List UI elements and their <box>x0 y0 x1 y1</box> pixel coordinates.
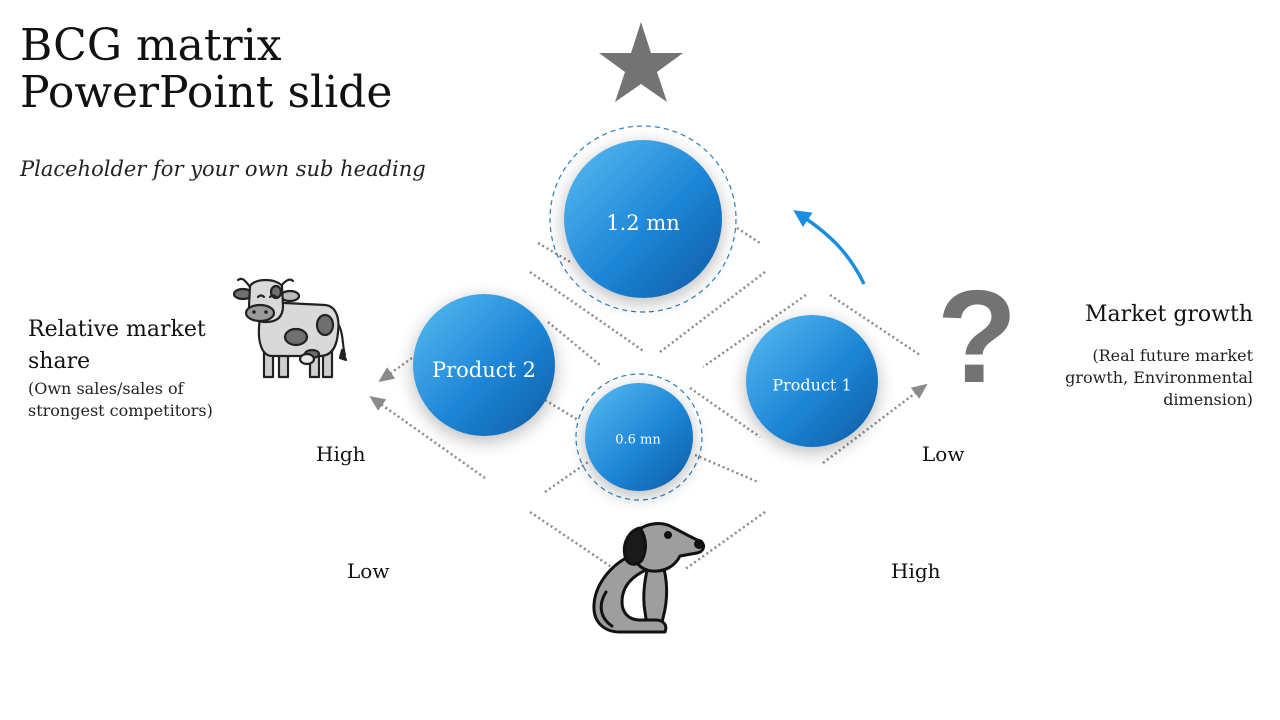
center-bubble-ring <box>575 373 703 501</box>
market-growth-desc-line-1: (Real future market <box>1092 346 1253 365</box>
slide-title: BCG matrix PowerPoint slide <box>20 22 500 116</box>
cow-icon <box>232 277 348 379</box>
right-bubble <box>746 315 878 447</box>
dotted-grid-lines <box>369 226 928 572</box>
market-growth-desc-line-2: growth, Environmental <box>1065 368 1253 387</box>
slide-title-line-1: BCG matrix <box>20 20 282 71</box>
center-bubble-label: 0.6 mn <box>615 432 661 448</box>
dotted-line <box>659 271 766 353</box>
dog-icon <box>592 522 706 634</box>
market-growth-heading: Market growth <box>1084 302 1253 327</box>
star-icon <box>599 22 683 102</box>
axis-label-left-high: High <box>316 442 366 466</box>
relative-market-share-desc-line-2: strongest competitors) <box>28 401 213 420</box>
relative-market-share-heading-line-2: share <box>28 349 91 374</box>
top-bubble-label: 1.2 mn <box>606 211 680 235</box>
dotted-arrow-right <box>822 383 928 464</box>
dotted-line <box>689 386 761 439</box>
relative-market-share-desc-line-1: (Own sales/sales of <box>28 379 184 398</box>
center-bubble <box>585 383 693 491</box>
dotted-line <box>829 293 921 357</box>
relative-market-share-heading: Relative market share <box>28 314 206 378</box>
curved-arrow-icon <box>793 210 866 285</box>
dotted-line <box>694 453 759 484</box>
slide-subtitle: Placeholder for your own sub heading <box>20 157 426 181</box>
question-mark-icon: ? <box>937 263 1018 410</box>
dotted-line <box>529 270 646 354</box>
right-bubble-label: Product 1 <box>772 375 852 395</box>
dotted-line <box>537 241 573 265</box>
dotted-line <box>683 510 766 572</box>
left-bubble-label: Product 2 <box>431 358 537 382</box>
axis-label-left-low: Low <box>347 559 390 583</box>
top-bubble-ring <box>549 125 737 313</box>
dotted-line <box>544 460 589 494</box>
relative-market-share-description: (Own sales/sales of strongest competitor… <box>28 378 213 422</box>
dotted-line <box>544 398 579 422</box>
axis-label-right-high: High <box>891 559 941 583</box>
dotted-line <box>529 510 617 572</box>
axis-label-right-low: Low <box>922 442 965 466</box>
left-bubble <box>413 294 555 436</box>
dotted-line <box>736 226 761 245</box>
dotted-line <box>547 321 601 366</box>
slide-title-line-2: PowerPoint slide <box>20 67 393 118</box>
dotted-arrow-left-upper <box>378 356 413 383</box>
market-growth-desc-line-3: dimension) <box>1163 390 1253 409</box>
relative-market-share-heading-line-1: Relative market <box>28 317 206 342</box>
top-bubble <box>564 140 722 298</box>
market-growth-description: (Real future market growth, Environmenta… <box>1065 345 1253 411</box>
dotted-line <box>702 293 807 369</box>
